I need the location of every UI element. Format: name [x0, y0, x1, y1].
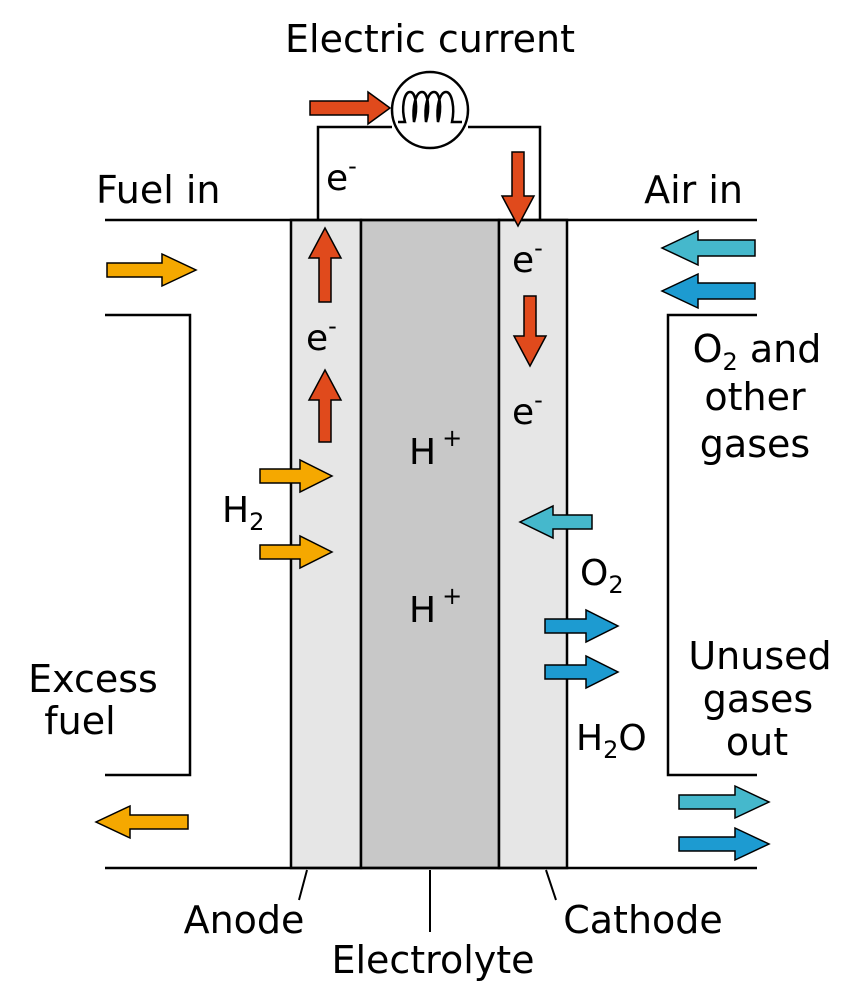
o2-gases-label-line1: O2 and	[693, 327, 822, 376]
circuit-wire	[316, 125, 392, 220]
fuel-in-label: Fuel in	[96, 168, 221, 212]
lamp-coil-icon	[390, 70, 470, 150]
electrolyte-label: Electrolyte	[331, 938, 534, 982]
water-arrow-1	[544, 608, 620, 644]
electron-label-cathode-2: e-	[512, 386, 543, 433]
cathode-leader-line	[545, 869, 557, 901]
excess-fuel-arrow	[94, 804, 189, 840]
electron-label-wire: e-	[326, 152, 357, 199]
unused-gases-arrow-2	[678, 826, 771, 862]
hydrogen-ion-label-2: H+	[409, 582, 462, 631]
electron-label-anode: e-	[306, 312, 337, 359]
electron-up-arrow-2	[307, 368, 343, 443]
electron-up-arrow-1	[307, 226, 343, 303]
excess-fuel-label-line2: fuel	[44, 699, 115, 743]
air-channel-wall	[666, 313, 757, 777]
h2-arrow-2	[259, 534, 334, 570]
h2-arrow-1	[259, 458, 334, 494]
electron-down-arrow-cathode	[512, 295, 548, 368]
fuel-channel-wall	[105, 313, 192, 777]
water-arrow-2	[544, 654, 620, 690]
electron-down-arrow-wire	[500, 151, 536, 228]
air-in-arrow-1	[660, 229, 756, 267]
h2-label: H2	[222, 490, 264, 536]
o2-gases-label-line2: other	[704, 375, 806, 419]
air-in-arrow-2	[660, 272, 756, 310]
hydrogen-ion-label-1: H+	[409, 424, 462, 473]
electrolyte-layer	[359, 218, 501, 870]
fuel-in-arrow	[106, 252, 198, 288]
title-label: Electric current	[285, 17, 575, 61]
cathode-label: Cathode	[563, 898, 723, 942]
excess-fuel-label-line1: Excess	[28, 657, 158, 701]
o2-arrow	[518, 504, 593, 540]
circuit-wire-right	[468, 125, 542, 220]
unused-gases-arrow-1	[678, 784, 771, 820]
electron-label-cathode-1: e-	[512, 234, 543, 281]
o2-gases-label-line3: gases	[700, 422, 810, 466]
anode-label: Anode	[184, 898, 305, 942]
o2-label: O2	[580, 553, 624, 599]
unused-gases-label-line2: gases	[703, 677, 813, 721]
unused-gases-label-line1: Unused	[688, 634, 831, 678]
electron-flow-arrow-top	[309, 90, 392, 126]
air-in-label: Air in	[644, 168, 743, 212]
unused-gases-label-line3: out	[726, 720, 788, 764]
water-label: H2O	[576, 718, 647, 764]
anode-leader-line	[298, 869, 308, 901]
